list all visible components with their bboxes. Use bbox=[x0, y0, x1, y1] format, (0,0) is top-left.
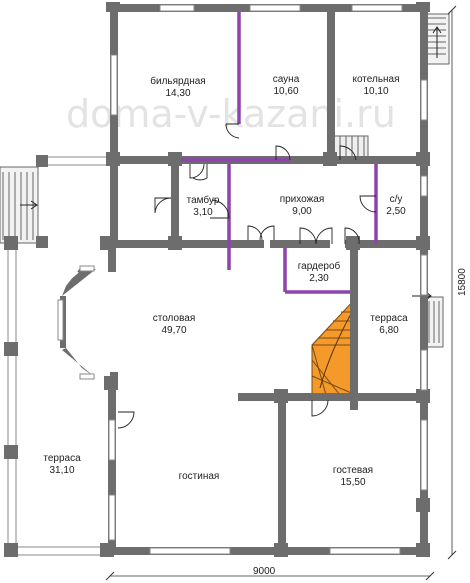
room-name: прихожая bbox=[280, 194, 325, 205]
height-dimension: 15800 bbox=[447, 5, 468, 560]
room-name: терраса bbox=[43, 453, 81, 464]
room-area: 31,10 bbox=[49, 465, 74, 476]
room-area: 2,30 bbox=[309, 273, 329, 284]
main-staircase bbox=[311, 296, 357, 396]
left-terrace-stair bbox=[0, 166, 39, 244]
room-area: 6,80 bbox=[379, 325, 399, 336]
height-label: 15800 bbox=[457, 268, 468, 296]
room-name: бильярдная bbox=[150, 75, 205, 87]
room-label-boiler: котельная 10,10 bbox=[352, 74, 399, 97]
doors bbox=[117, 123, 377, 429]
room-label-terrace-left: терраса 31,10 bbox=[43, 453, 81, 476]
room-name: котельная bbox=[352, 74, 399, 85]
width-dimension: 9000 bbox=[105, 566, 435, 581]
room-name: тамбур bbox=[187, 194, 220, 206]
room-area: 10,60 bbox=[273, 86, 298, 97]
room-name: столовая bbox=[153, 313, 196, 324]
windows bbox=[108, 4, 428, 555]
room-name: сауна bbox=[273, 74, 300, 85]
room-label-sauna: сауна 10,60 bbox=[273, 74, 300, 97]
width-label: 9000 bbox=[253, 566, 276, 577]
room-label-hall: прихожая 9,00 bbox=[280, 194, 325, 217]
room-label-dining: столовая 49,70 bbox=[153, 313, 196, 336]
room-area: 2,50 bbox=[386, 206, 406, 217]
room-label-wardrobe: гардероб 2,30 bbox=[298, 260, 341, 284]
wall-posts bbox=[4, 2, 430, 557]
room-area: 9,00 bbox=[292, 206, 312, 217]
room-label-tambur: тамбур 3,10 bbox=[187, 194, 220, 218]
room-label-terrace-right: терраса 6,80 bbox=[370, 313, 408, 336]
room-label-guest: гостевая 15,50 bbox=[333, 465, 373, 488]
room-label-wc: с/у 2,50 bbox=[386, 194, 406, 217]
room-name: с/у bbox=[390, 194, 403, 205]
room-label-billiard: бильярдная 14,30 bbox=[150, 75, 205, 99]
room-name: гостиная bbox=[179, 471, 220, 482]
room-area: 49,70 bbox=[161, 325, 186, 336]
room-area: 15,50 bbox=[340, 477, 365, 488]
boiler-entrance-stair bbox=[424, 13, 450, 65]
dining-bay-window bbox=[57, 265, 96, 380]
watermark: doma-v-kazani.ru bbox=[66, 92, 396, 136]
room-area: 3,10 bbox=[193, 207, 213, 218]
room-name: гардероб bbox=[298, 260, 341, 272]
room-label-living: гостиная bbox=[179, 471, 220, 482]
room-name: терраса bbox=[370, 313, 408, 324]
room-area: 14,30 bbox=[165, 88, 190, 99]
room-name: гостевая bbox=[333, 465, 373, 476]
room-area: 10,10 bbox=[363, 86, 388, 97]
